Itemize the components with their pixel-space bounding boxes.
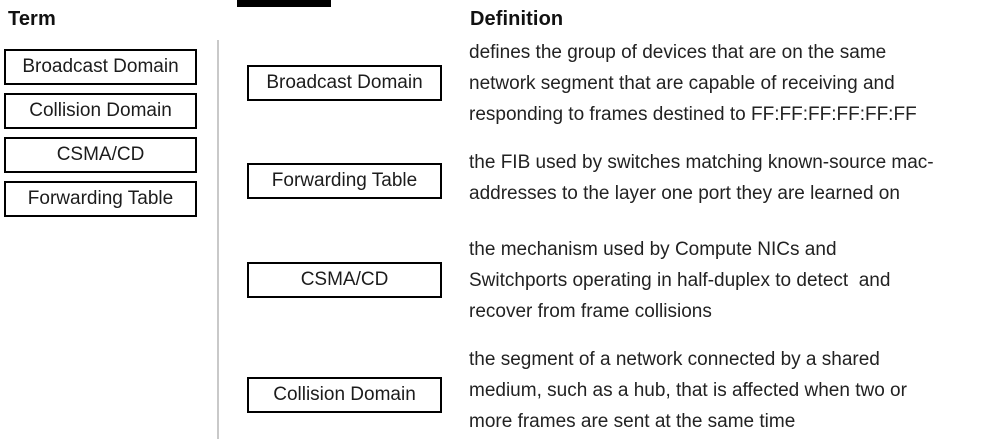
answer-box-csma-cd[interactable]: CSMA/CD (247, 262, 442, 298)
definition-csma-cd: the mechanism used by Compute NICs and S… (469, 234, 974, 327)
answer-box-collision-domain[interactable]: Collision Domain (247, 377, 442, 413)
term-column-header: Term (8, 8, 56, 30)
definition-line: defines the group of devices that are on… (469, 42, 887, 63)
term-tile-forwarding-table[interactable]: Forwarding Table (4, 181, 197, 217)
term-tile-broadcast-domain[interactable]: Broadcast Domain (4, 49, 197, 85)
term-tile-collision-domain[interactable]: Collision Domain (4, 93, 197, 129)
definition-line: addresses to the layer one port they are… (469, 183, 900, 204)
answer-box-broadcast-domain[interactable]: Broadcast Domain (247, 65, 442, 101)
definition-line: network segment that are capable of rece… (469, 73, 895, 94)
clipped-black-bar (237, 0, 331, 7)
definition-line: the FIB used by switches matching known-… (469, 152, 934, 173)
definition-broadcast-domain: defines the group of devices that are on… (469, 37, 974, 130)
column-divider (217, 40, 219, 439)
definition-line: recover from frame collisions (469, 301, 712, 322)
definition-line: medium, such as a hub, that is affected … (469, 380, 907, 401)
term-tile-csma-cd[interactable]: CSMA/CD (4, 137, 197, 173)
definition-collision-domain: the segment of a network connected by a … (469, 344, 974, 437)
definition-line: responding to frames destined to FF:FF:F… (469, 104, 917, 125)
definition-column-header: Definition (470, 8, 564, 30)
definition-line: the mechanism used by Compute NICs and (469, 239, 837, 260)
answer-box-forwarding-table[interactable]: Forwarding Table (247, 163, 442, 199)
definition-line: Switchports operating in half-duplex to … (469, 270, 891, 291)
definition-line: more frames are sent at the same time (469, 411, 796, 432)
definition-line: the segment of a network connected by a … (469, 349, 880, 370)
definition-forwarding-table: the FIB used by switches matching known-… (469, 147, 974, 209)
